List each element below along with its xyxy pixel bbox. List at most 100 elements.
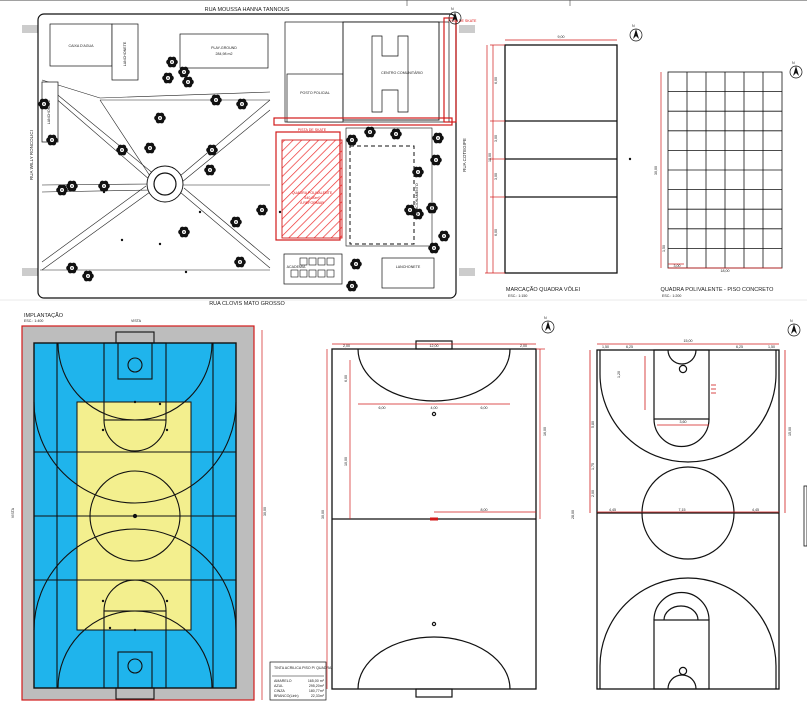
site-plan: RUA MOUSSA HANNA TANNOUS RUA CLOVIS MATO…: [22, 7, 477, 307]
tree-icon: [46, 134, 58, 146]
estacionamento-label: ESTACIONAMENTO: [415, 183, 419, 217]
quadra-area: 540,00m²: [304, 196, 320, 200]
basket-l4-dim: 1,50: [768, 345, 775, 349]
basket-k2-dim: 7,15: [679, 508, 686, 512]
bollard-icon: [158, 242, 162, 246]
bollard-icon: [198, 210, 202, 214]
svg-text:N: N: [792, 61, 795, 65]
basket-total-dim: 28,00: [571, 510, 575, 519]
tree-icon: [56, 184, 68, 196]
tree-icon: [412, 166, 424, 178]
tree-icon: [256, 204, 268, 216]
grid-cell-dim: 3,00: [674, 264, 681, 268]
futsal-d1-dim: 6,00: [344, 375, 348, 382]
legend-row-value: 22,33m²: [311, 694, 325, 698]
basket-l3-dim: 6,25: [736, 345, 743, 349]
futsal-center-dim: 8,00: [481, 508, 488, 512]
colored-court-plan: IMPLANTAÇÃO ESC.: 1:400 VISTA VISTA: [11, 312, 347, 701]
svg-text:N: N: [790, 319, 793, 323]
street-right-label: RUA COTEGIPE: [462, 138, 467, 172]
tree-icon: [38, 98, 50, 110]
futsal-total-dim: 30,00: [321, 510, 325, 519]
tree-icon: [234, 256, 246, 268]
tree-icon: [438, 230, 450, 242]
futsal-top-left-dim: 2,00: [343, 344, 350, 348]
basket-e3-dim: 2,00: [591, 490, 595, 497]
futsal-area-dim: 12,00: [430, 344, 439, 348]
volei-h4-dim: 6,00: [494, 229, 498, 236]
tree-icon: [412, 208, 424, 220]
bollard-icon: [278, 210, 282, 214]
futsal-lines-plan: 2,00 12,00 2,00 6,00 4,00 6,00 8,00 6,00…: [321, 340, 547, 698]
north-arrow-icon: N: [541, 316, 555, 334]
academia-label: ACADEMIA: [287, 265, 306, 269]
trees-group: [38, 56, 450, 292]
north-arrow-icon: N: [629, 24, 643, 42]
tree-icon: [82, 270, 94, 282]
volei-title: MARCAÇÃO QUADRA VÔLEI: [506, 286, 581, 293]
volei-scale: ESC.: 1:150: [508, 294, 527, 298]
street-bottom-label: RUA CLOVIS MATO GROSSO: [209, 301, 285, 307]
tree-icon: [346, 134, 358, 146]
legend-row-value: 180,77m²: [309, 689, 325, 693]
grid-width-dim: 18,00: [721, 269, 730, 273]
basket-e1-dim: 5,80: [591, 421, 595, 428]
tree-icon: [236, 98, 248, 110]
futsal-a2-dim: 4,00: [431, 406, 438, 410]
volei-h2-dim: 3,00: [494, 135, 498, 142]
tree-icon: [390, 128, 402, 140]
basket-c1-dim: 4,45: [752, 508, 759, 512]
tree-icon: [428, 242, 440, 254]
quadra-note: A REFORMAR: [300, 201, 324, 205]
legend-title: TINTA ACRILICA PISO P/ QUADRA GUVINIL: [274, 666, 347, 670]
futsal-right-dim: 16,00: [543, 427, 547, 436]
pista-label: PISTA DE SKATE: [448, 19, 477, 23]
north-arrow-icon: N: [787, 319, 801, 337]
centro-label: CENTRO COMUNITÁRIO: [381, 71, 423, 75]
legend-row-name: CINZA: [274, 689, 285, 693]
polivalente-title: QUADRA POLIVALENTE - PISO CONCRETO: [661, 287, 775, 293]
polivalente-grid-plan: 30,00 18,00 3,00 1,50 QUADRA POLIVALENTE…: [654, 71, 783, 298]
court-top-view-label: VISTA: [131, 319, 142, 323]
tree-icon: [98, 180, 110, 192]
quadra-label: QUADRA POLIVALENTE: [292, 191, 333, 195]
legend-row-name: AMARELO: [274, 679, 292, 683]
basket-l1-dim: 1,50: [602, 345, 609, 349]
caixa-building: [49, 23, 113, 67]
lanchonete-left-label: LANCHONETE: [47, 99, 51, 124]
tree-icon: [204, 164, 216, 176]
tree-icon: [66, 262, 78, 274]
caixa-label: CAIXA D'AGUA: [68, 44, 94, 48]
legend-row-name: BRANCO(Linh): [274, 694, 299, 698]
grid-height-dim: 30,00: [654, 166, 658, 175]
tree-icon: [430, 154, 442, 166]
volei-h3-dim: 3,00: [494, 173, 498, 180]
basket-k3-dim: 4,45: [609, 508, 616, 512]
basket-width-dim: 15,00: [684, 339, 693, 343]
volei-total-dim: 18,00: [488, 153, 492, 162]
street-left-label: RUA WILLY RONCOLICI: [29, 130, 34, 180]
tree-icon: [182, 76, 194, 88]
svg-text:N: N: [544, 316, 547, 320]
tree-icon: [346, 280, 358, 292]
tree-icon: [350, 258, 362, 270]
lanchonete-bottom-label: LANCHONETE: [396, 265, 421, 269]
tree-icon: [144, 142, 156, 154]
legend-row-value: 165,00 m²: [308, 679, 325, 683]
basket-k1-dim: 3,60: [680, 420, 687, 424]
futsal-a3-dim: 6,00: [481, 406, 488, 410]
basket-e4-dim: 1,20: [617, 371, 621, 378]
tree-icon: [154, 112, 166, 124]
bollard-icon: [120, 238, 124, 242]
sheet-frame: [0, 0, 807, 301]
implantacao-scale: ESC.: 1:400: [24, 319, 43, 323]
lanchonete-top-label: LANCHONETE: [123, 41, 127, 66]
tree-icon: [206, 144, 218, 156]
posto-label: POSTO POLICIAL: [300, 91, 330, 95]
court-side-view-label: VISTA: [11, 507, 15, 518]
tree-icon: [432, 132, 444, 144]
area-label: PISTA DE SKATE: [298, 128, 327, 132]
bollard-icon: [184, 270, 188, 274]
futsal-top-right-dim: 2,00: [520, 344, 527, 348]
